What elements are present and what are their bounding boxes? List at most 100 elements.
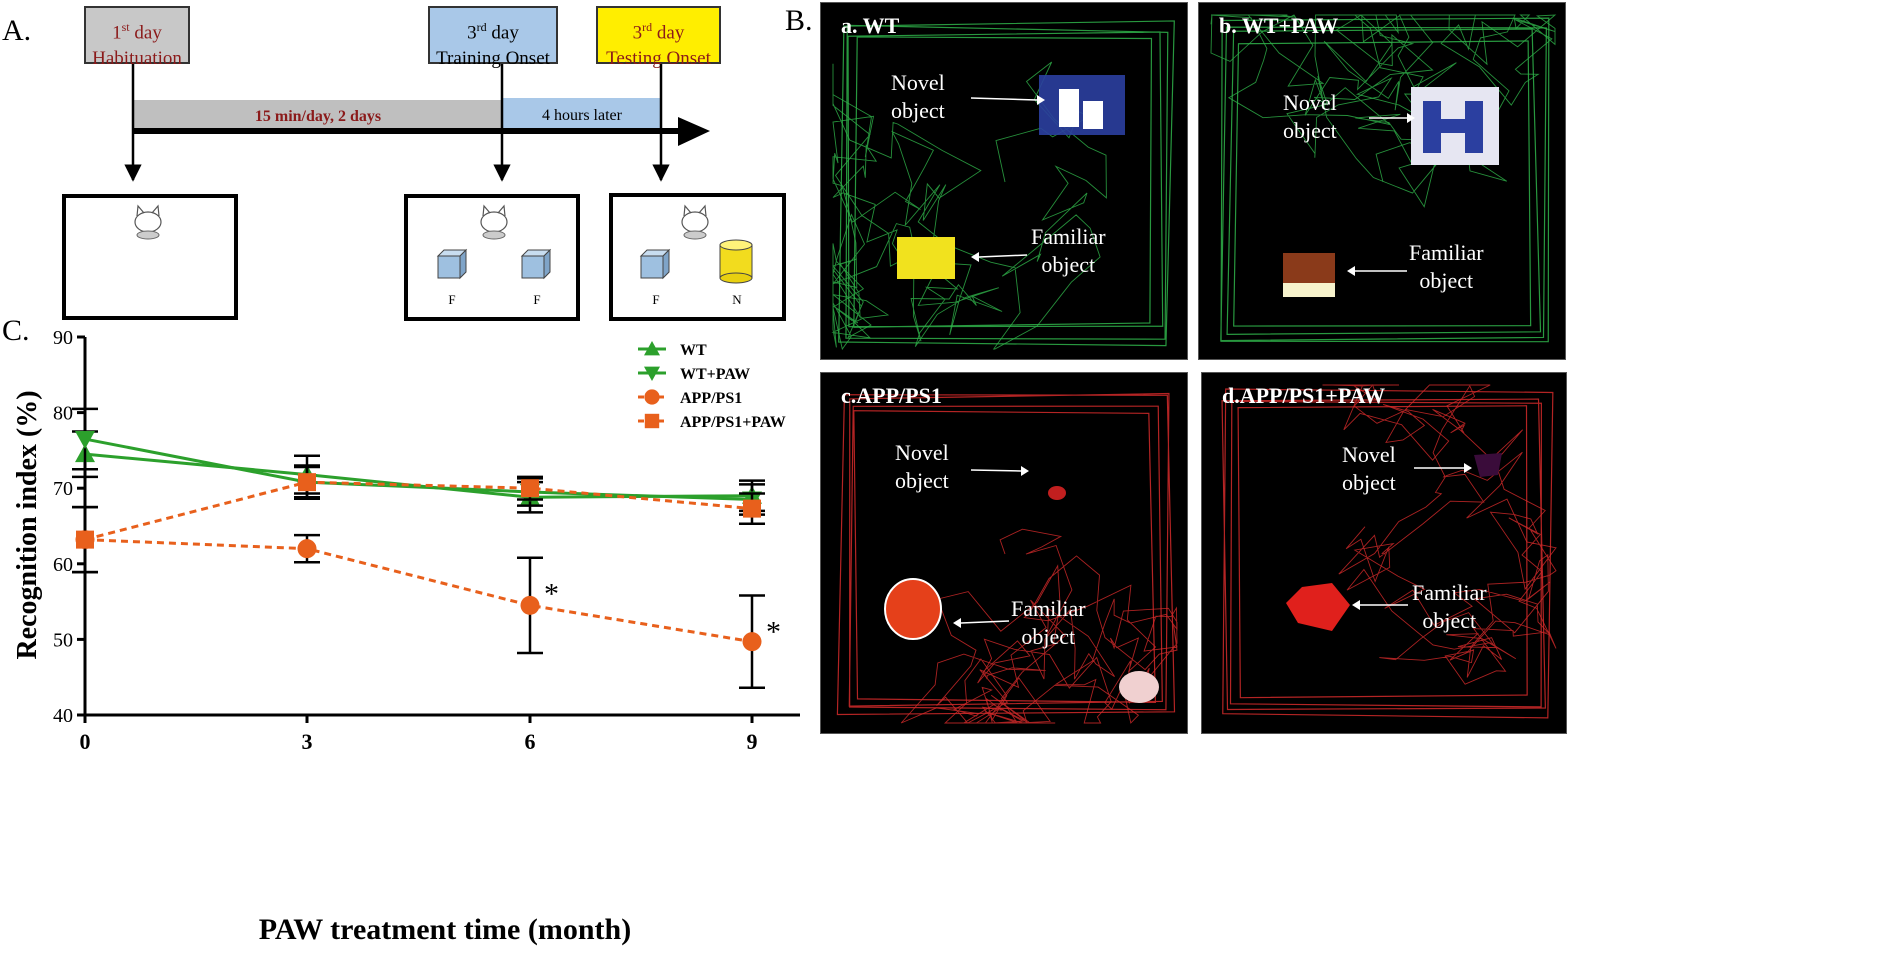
novel-object-marker <box>1039 75 1125 135</box>
cube-icon <box>520 248 552 280</box>
y-tick-label: 90 <box>53 327 73 349</box>
familiar-object-marker <box>1286 583 1350 631</box>
panel-b-label: B. <box>785 4 813 37</box>
day3-testing-event: Testing Onset <box>606 48 711 70</box>
data-point <box>520 595 540 615</box>
arena-title: a. WT <box>841 13 900 38</box>
legend-marker <box>644 366 660 381</box>
label-arrows <box>953 466 1029 628</box>
x-axis-label: PAW treatment time (month) <box>259 913 631 946</box>
legend-label: APP/PS1 <box>680 390 742 407</box>
day3-training-word: day <box>486 22 519 44</box>
delay-bar <box>503 98 661 130</box>
habituation-bar <box>133 100 503 130</box>
day1-event: Habituation <box>92 48 182 70</box>
x-tick-label: 9 <box>747 729 758 754</box>
cube-icon <box>436 248 468 280</box>
legend-label: APP/PS1+PAW <box>680 414 786 431</box>
day1-number: 1 <box>112 22 122 44</box>
legend-item: WT+PAW <box>638 366 750 383</box>
legend-marker <box>644 341 660 356</box>
day3-training-suffix: rd <box>476 20 487 34</box>
y-axis-label: Recognition index (%) <box>12 390 43 659</box>
chart-axes: 40 50 60 70 80 90 0 3 6 9 <box>53 327 800 754</box>
y-tick-label: 70 <box>53 478 73 500</box>
timeline-arrowhead-icon <box>678 117 710 146</box>
cylinder-icon <box>719 239 753 284</box>
legend-item: APP/PS1 <box>638 389 742 407</box>
arena-track <box>831 20 1175 351</box>
day1-suffix: st <box>121 20 130 34</box>
data-point <box>76 530 94 549</box>
label-arrows <box>1347 113 1415 276</box>
mouse-icon <box>480 204 508 240</box>
x-tick-label: 0 <box>80 729 91 754</box>
familiar-object-marker <box>884 578 1159 703</box>
day3-training-box: 3rd day Training Onset <box>428 6 558 69</box>
object-label-f: F <box>652 292 659 307</box>
y-tick-label: 50 <box>53 629 73 651</box>
legend-item: APP/PS1+PAW <box>638 413 786 431</box>
timeline-diagram: 15 min/day, 2 days 4 hours later F F <box>62 64 786 321</box>
day1-habituation-box: 1st day Habituation <box>84 6 190 69</box>
significance-asterisk: * <box>544 578 559 611</box>
series-line <box>84 538 753 644</box>
familiar-object-marker <box>1283 253 1335 297</box>
label-arrows <box>1352 463 1472 610</box>
habituation-bar-text: 15 min/day, 2 days <box>255 108 381 125</box>
y-tick-label: 40 <box>53 705 73 727</box>
data-point <box>298 473 316 492</box>
day3-training-event: Training Onset <box>436 48 550 70</box>
series-app-ps1-paw <box>72 465 765 574</box>
panel-a-label: A. <box>2 14 32 47</box>
familiar-object-marker <box>897 237 955 279</box>
mouse-icon <box>134 204 162 240</box>
object-label-f: F <box>448 292 455 307</box>
novel-object-marker <box>1048 486 1066 500</box>
data-point <box>742 632 762 652</box>
label-arrows <box>970 95 1045 262</box>
x-tick-label: 3 <box>302 729 313 754</box>
day3-training-number: 3 <box>467 22 477 44</box>
series-line <box>84 480 753 542</box>
day3-testing-box: 3rd day Testing Onset <box>596 6 721 69</box>
series-wt <box>72 430 765 514</box>
day3-testing-word: day <box>652 22 685 44</box>
recognition-index-chart: 40 50 60 70 80 90 0 3 6 9 ** WT WT+PAW APP/PS1APP/P… <box>12 327 800 946</box>
arena-title: b. WT+PAW <box>1219 13 1339 38</box>
delay-bar-text: 4 hours later <box>542 107 623 124</box>
object-label-f: F <box>533 292 540 307</box>
object-label-n: N <box>732 292 742 307</box>
arena-title: d.APP/PS1+PAW <box>1222 383 1386 408</box>
series-line <box>84 452 753 499</box>
legend-item: WT <box>638 341 707 359</box>
cube-icon <box>639 248 671 280</box>
data-point <box>75 431 95 450</box>
series-line <box>84 437 753 502</box>
novel-object-marker <box>1411 87 1499 165</box>
data-point <box>297 539 317 559</box>
arena-track <box>1221 384 1557 719</box>
arena-title: c.APP/PS1 <box>841 383 942 408</box>
data-point <box>743 499 761 518</box>
data-point <box>521 479 539 498</box>
x-tick-label: 6 <box>525 729 536 754</box>
legend-marker <box>644 413 660 429</box>
y-tick-label: 80 <box>53 403 73 425</box>
legend-marker <box>644 389 660 405</box>
chart-plot-area: ** <box>72 407 781 690</box>
y-tick-label: 60 <box>53 554 73 576</box>
novel-object-marker <box>1474 453 1502 477</box>
series-app-ps1 <box>72 505 765 690</box>
